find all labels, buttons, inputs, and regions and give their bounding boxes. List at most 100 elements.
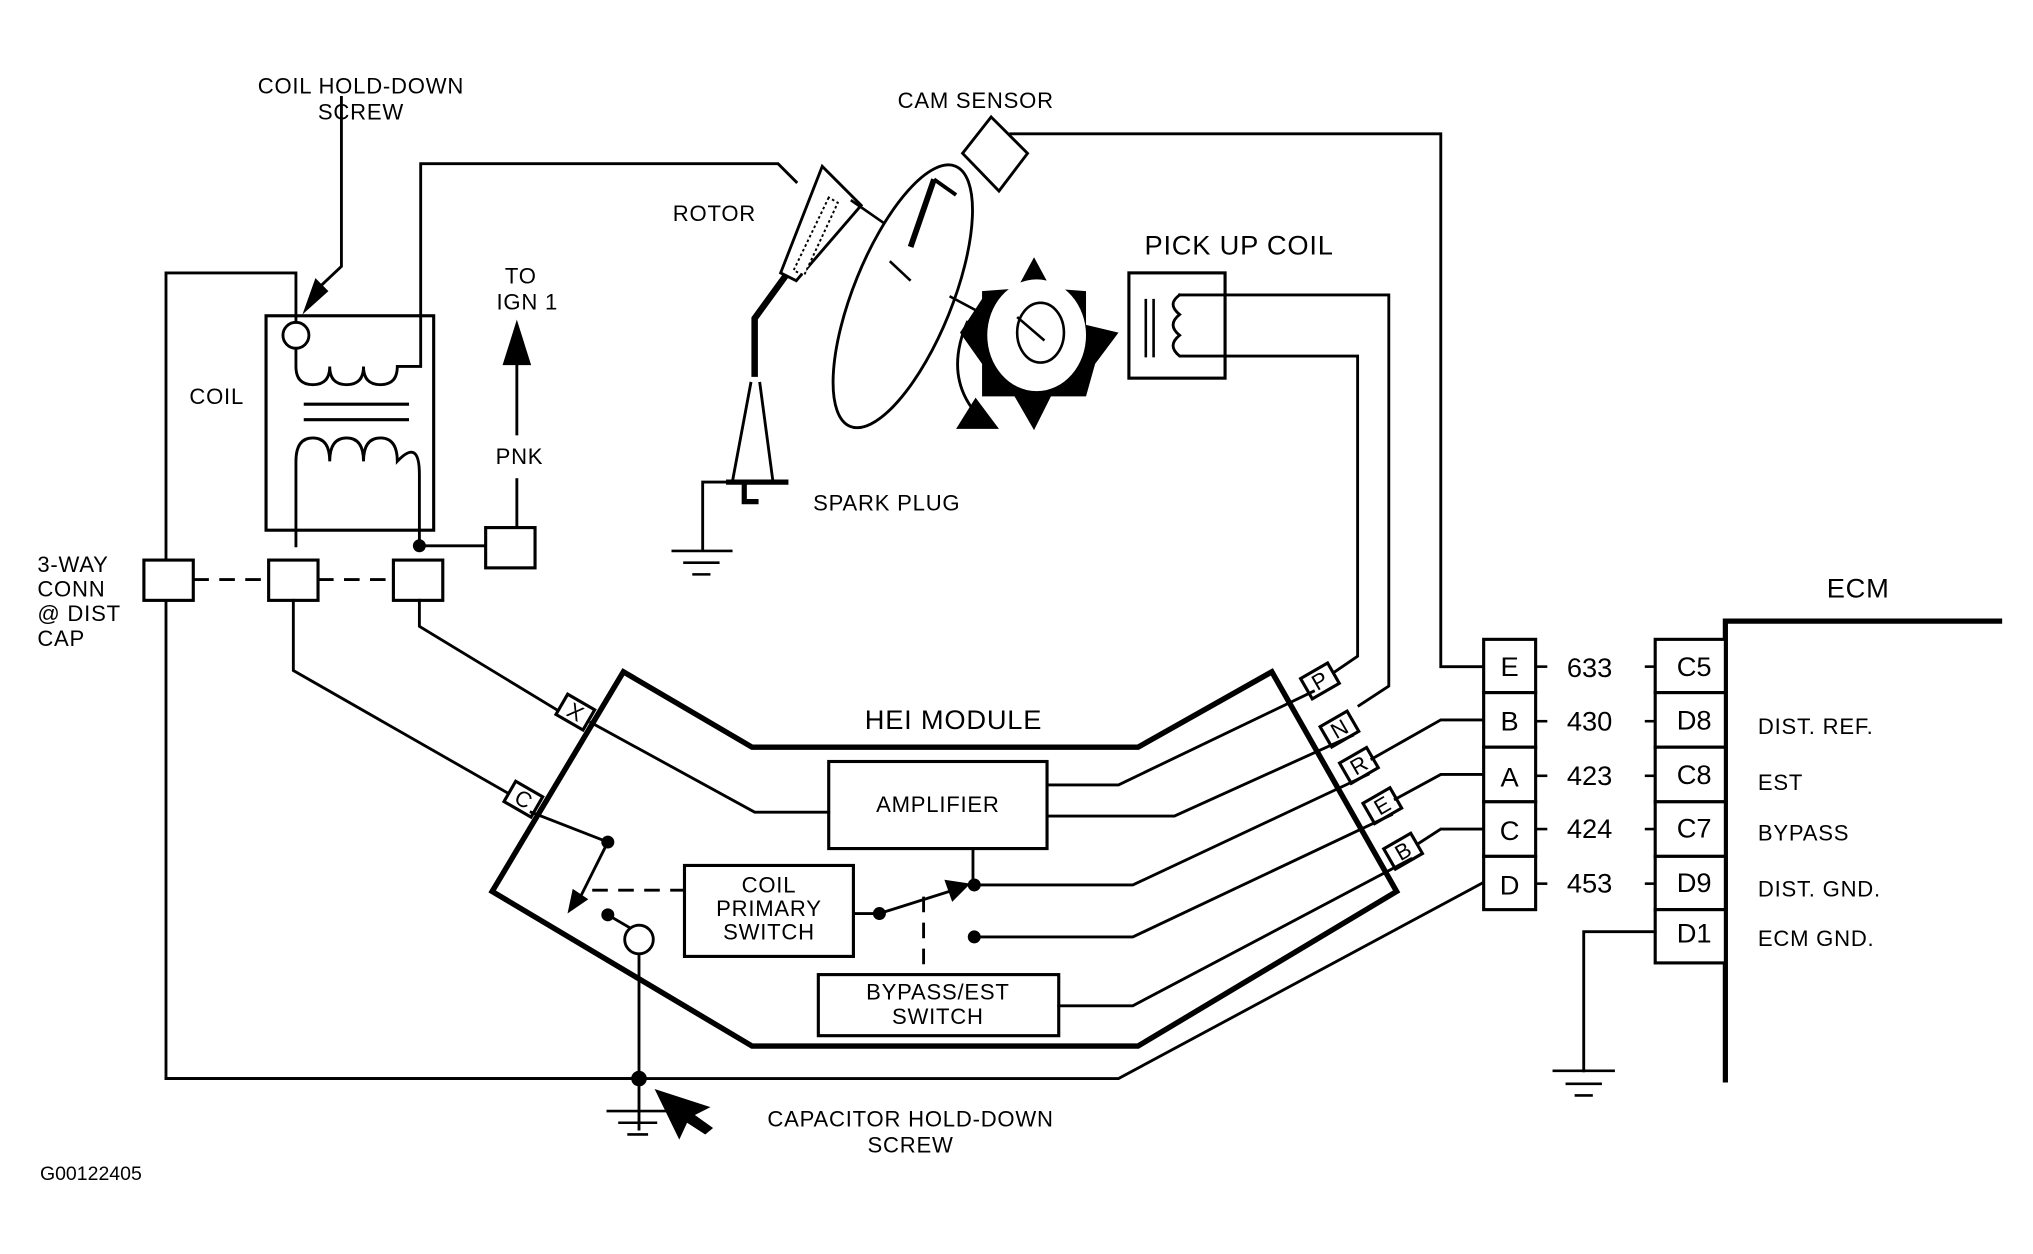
pnk-connector xyxy=(484,526,537,570)
arrow-icon xyxy=(654,1088,714,1140)
svg-text:B: B xyxy=(1501,706,1519,737)
distributor-cam-disc xyxy=(831,163,974,430)
module-pin-x: X xyxy=(553,692,597,733)
wire-to-pin-c xyxy=(291,598,523,803)
rotor xyxy=(751,163,864,377)
three-way-connector-terminal xyxy=(142,558,195,602)
ecm-function-bypass: BYPASS xyxy=(1758,821,1849,846)
wire-amp-to-p xyxy=(1045,689,1316,787)
bypass-est-switch-label-2: SWITCH xyxy=(892,1004,984,1029)
ignition-coil xyxy=(164,162,799,1080)
ground-wire-to-d xyxy=(164,880,1486,1080)
coil-secondary-winding xyxy=(294,162,799,387)
to-ign-label-1: TO xyxy=(505,263,537,288)
amplifier-block xyxy=(827,759,1049,851)
wire-bypass-to-b xyxy=(1057,857,1413,1008)
svg-text:D9: D9 xyxy=(1677,867,1712,898)
wire-to-pin-x xyxy=(417,598,567,717)
circuit-423: 423 xyxy=(1567,760,1612,791)
wire-x-to-amplifier xyxy=(588,720,831,814)
figure-id: G00122405 xyxy=(40,1163,142,1185)
wire-r-to-b xyxy=(1369,718,1486,761)
ecm-connector: C5 D8 C8 C7 D9 D1 xyxy=(1653,637,1727,965)
coil-primary-switch-block xyxy=(682,863,855,958)
wire-c-to-switch xyxy=(529,810,610,844)
cam-sensor-label: CAM SENSOR xyxy=(898,88,1054,113)
circuit-430: 430 xyxy=(1567,705,1612,736)
ecm-function-ecm-gnd: ECM GND. xyxy=(1758,926,1875,951)
distributor-connector: E B A C D xyxy=(1482,637,1538,912)
coil-primary-switch-label-2: PRIMARY xyxy=(716,896,822,921)
circuit-453: 453 xyxy=(1567,868,1612,899)
svg-text:C8: C8 xyxy=(1677,759,1712,790)
svg-text:E: E xyxy=(1501,651,1519,682)
module-pin-c: C xyxy=(501,779,545,820)
pick-up-coil-wire-p xyxy=(1171,292,1360,678)
to-ign-label-2: IGN 1 xyxy=(496,289,558,314)
ecm-label: ECM xyxy=(1827,573,1890,604)
coil-primary-winding xyxy=(294,436,421,548)
ecm-function-est: EST xyxy=(1758,770,1803,795)
svg-text:A: A xyxy=(1501,762,1520,793)
bypass-est-switch-block xyxy=(816,973,1061,1038)
pick-up-coil-icon xyxy=(1127,271,1227,380)
ecm-outline xyxy=(1722,618,2003,1083)
wire-e-to-a xyxy=(1393,773,1486,802)
coil-hold-down-label-2: SCREW xyxy=(318,100,404,125)
pick-up-coil-label: PICK UP COIL xyxy=(1144,230,1333,261)
wire-amp-to-n xyxy=(1045,733,1355,818)
module-pin-p: P xyxy=(1298,660,1342,701)
amplifier-label: AMPLIFIER xyxy=(876,792,1000,817)
three-way-label-1: 3-WAY xyxy=(37,552,108,577)
switch-arrow-icon xyxy=(944,879,971,902)
capacitor-icon xyxy=(623,923,655,956)
coil-primary-switch-label-1: COIL xyxy=(742,873,797,898)
svg-text:C: C xyxy=(1500,815,1520,846)
svg-text:D8: D8 xyxy=(1677,704,1712,735)
ground-symbol-icon xyxy=(671,549,733,576)
spark-plug-icon xyxy=(701,381,789,552)
arrow-icon xyxy=(302,278,329,315)
hei-module-outline xyxy=(488,668,1401,1049)
three-way-connector-terminal xyxy=(391,558,445,602)
svg-text:C7: C7 xyxy=(1677,812,1712,843)
svg-text:C5: C5 xyxy=(1677,651,1712,682)
coil-housing xyxy=(264,314,436,532)
ecm-ground-wire xyxy=(1582,930,1657,1073)
circuit-633: 633 xyxy=(1567,652,1612,683)
arrow-up-icon xyxy=(502,319,532,366)
wire-switch-to-e xyxy=(972,812,1394,939)
three-way-label-4: CAP xyxy=(37,626,85,651)
ecm-function-dist-ref: DIST. REF. xyxy=(1758,714,1874,739)
cam-vane xyxy=(907,178,937,248)
cam-sensor-wire xyxy=(1009,132,1486,669)
wire-b-to-c xyxy=(1416,827,1486,846)
three-way-label-2: CONN xyxy=(37,576,105,601)
wire-switch-to-r xyxy=(972,772,1370,887)
reluctor-wheel-icon xyxy=(959,257,1119,431)
circuit-numbers: 633 430 423 424 453 xyxy=(1535,652,1656,899)
bypass-est-switch-label-1: BYPASS/EST xyxy=(866,979,1010,1004)
coil-hold-down-screw-icon xyxy=(281,320,311,350)
coil-primary-switch-label-3: SWITCH xyxy=(723,920,815,945)
junction-dot xyxy=(412,539,426,553)
hei-module-label: HEI MODULE xyxy=(865,704,1042,735)
svg-text:D: D xyxy=(1500,869,1520,900)
junction-dot xyxy=(631,1070,647,1087)
module-pin-b: B xyxy=(1381,831,1425,872)
ground-symbol-icon xyxy=(1552,1069,1615,1097)
coil-hold-down-label-1: COIL HOLD-DOWN xyxy=(258,74,464,99)
capacitor-hold-down-label-1: CAPACITOR HOLD-DOWN xyxy=(767,1107,1053,1132)
three-way-connector-terminal xyxy=(267,558,320,602)
cam-sensor-icon xyxy=(960,114,1030,194)
spark-plug-label: SPARK PLUG xyxy=(813,491,960,516)
switch-arrow-icon xyxy=(567,888,589,914)
pnk-label: PNK xyxy=(496,444,544,469)
three-way-label-3: @ DIST xyxy=(37,601,121,626)
rotor-label: ROTOR xyxy=(673,201,756,226)
coil-label: COIL xyxy=(189,384,244,409)
capacitor-hold-down-label-2: SCREW xyxy=(868,1133,954,1158)
ground-symbol-icon xyxy=(606,1109,669,1136)
leader-line xyxy=(316,96,343,291)
